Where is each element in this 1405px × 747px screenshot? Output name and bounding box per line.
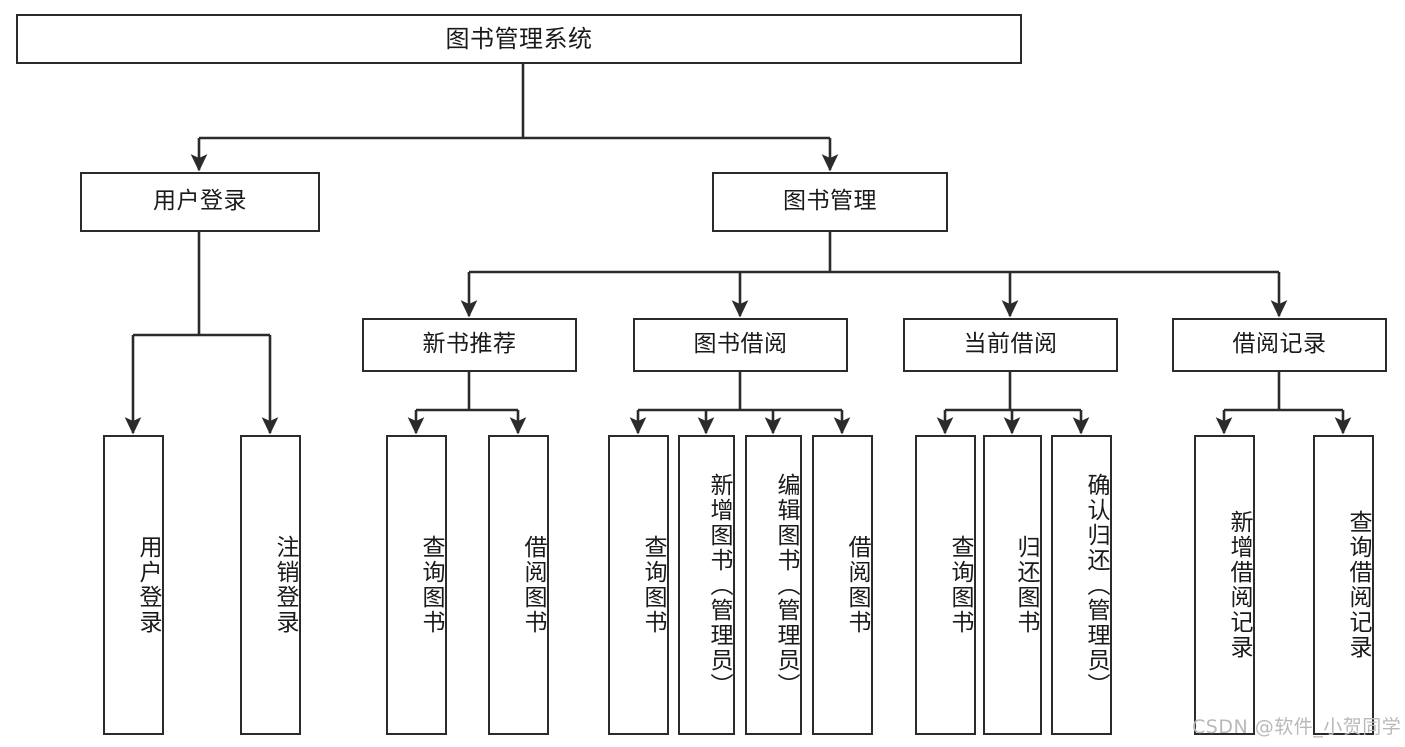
node-label: 当前借阅: [963, 331, 1058, 358]
node-leaf-return-book[interactable]: 归还图书: [983, 435, 1042, 735]
node-book-management[interactable]: 图书管理: [712, 172, 948, 232]
node-current-borrow[interactable]: 当前借阅: [903, 318, 1118, 372]
node-label: 编辑图书（管理员）: [773, 472, 799, 698]
node-borrow-record[interactable]: 借阅记录: [1172, 318, 1387, 372]
node-user-login[interactable]: 用户登录: [80, 172, 320, 232]
node-book-borrow[interactable]: 图书借阅: [633, 318, 848, 372]
node-label: 用户登录: [153, 188, 247, 215]
node-label: 查询借阅记录: [1345, 510, 1371, 660]
node-new-book-recommend[interactable]: 新书推荐: [362, 318, 577, 372]
node-label: 用户登录: [135, 535, 161, 635]
node-leaf-confirm-return[interactable]: 确认归还（管理员）: [1051, 435, 1112, 735]
node-label: 新增借阅记录: [1226, 510, 1252, 660]
node-leaf-user-login[interactable]: 用户登录: [103, 435, 164, 735]
node-leaf-edit-book[interactable]: 编辑图书（管理员）: [745, 435, 802, 735]
node-leaf-query-book-current[interactable]: 查询图书: [915, 435, 976, 735]
node-leaf-query-borrow-record[interactable]: 查询借阅记录: [1313, 435, 1374, 735]
node-label: 查询图书: [418, 535, 444, 635]
csdn-watermark: CSDN @软件_小贺同学: [1192, 716, 1402, 738]
node-label: 归还图书: [1013, 535, 1039, 635]
node-leaf-query-book-recommend[interactable]: 查询图书: [386, 435, 447, 735]
node-label: 查询图书: [947, 535, 973, 635]
node-label: 图书借阅: [693, 331, 788, 358]
node-label: 新书推荐: [422, 331, 517, 358]
node-label: 确认归还（管理员）: [1083, 472, 1109, 698]
node-leaf-borrow-book-recommend[interactable]: 借阅图书: [488, 435, 549, 735]
node-label: 图书管理系统: [445, 24, 593, 53]
node-leaf-add-book[interactable]: 新增图书（管理员）: [678, 435, 735, 735]
node-leaf-borrow-book[interactable]: 借阅图书: [812, 435, 873, 735]
node-label: 注销登录: [272, 535, 298, 635]
node-label: 新增图书（管理员）: [706, 472, 732, 698]
node-leaf-add-borrow-record[interactable]: 新增借阅记录: [1194, 435, 1255, 735]
node-root-system[interactable]: 图书管理系统: [16, 14, 1022, 64]
node-label: 借阅图书: [844, 535, 870, 635]
node-leaf-query-book-borrow[interactable]: 查询图书: [608, 435, 669, 735]
node-label: 借阅记录: [1232, 331, 1327, 358]
node-leaf-logout-login[interactable]: 注销登录: [240, 435, 301, 735]
node-label: 查询图书: [640, 535, 666, 635]
node-label: 图书管理: [783, 188, 877, 215]
node-label: 借阅图书: [520, 535, 546, 635]
